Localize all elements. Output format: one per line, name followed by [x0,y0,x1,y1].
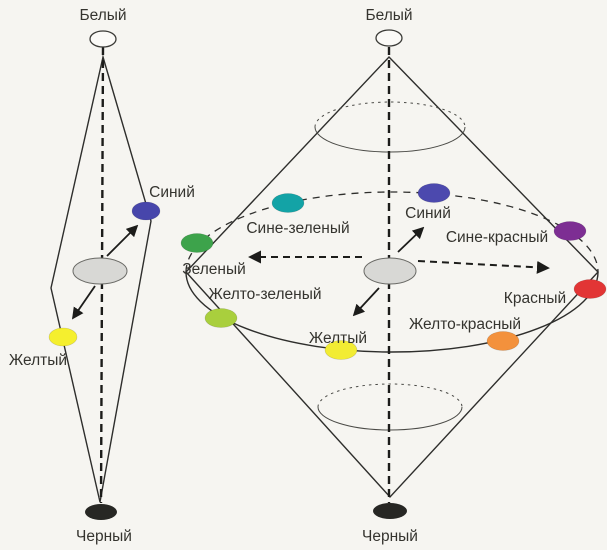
right-gray-ellipse [363,257,417,285]
left-gray-ellipse [72,257,128,285]
left-white-ellipse [89,30,117,48]
right-equator-front [185,271,599,353]
right-bicone: Зеленый Сине-зеленый Синий Сине-красный … [180,7,607,545]
right-yellow-green-label: Желто-зеленый [208,286,321,303]
left-black-ellipse [85,504,117,520]
right-arrow-down [352,287,380,317]
left-top-label: Белый [79,7,126,24]
right-blue-dot [417,183,451,203]
right-yellow-red-dot [486,331,520,351]
right-red-dot [573,279,607,299]
right-yellow-red-label: Желто-красный [409,316,521,333]
right-white-ellipse [375,29,403,47]
right-green-label: Зеленый [182,261,246,278]
right-blue-green-dot [271,193,305,213]
left-blue-dot [131,201,161,221]
left-yellow-label: Желтый [9,352,67,369]
right-lower-circle-back [317,383,463,408]
right-blue-red-dot [553,221,587,241]
right-arrow-up [397,226,425,253]
right-yellow-green-dot [204,308,238,328]
right-top-label: Белый [365,7,412,24]
right-red-label: Красный [504,290,566,307]
left-bicone: Синий Желтый Белый Черный [9,7,195,545]
right-equator-back [185,191,599,273]
right-bottom-label: Черный [362,528,418,545]
right-upper-circle-back [314,101,466,128]
right-black-ellipse [373,503,407,519]
right-yellow-dot [324,340,358,360]
left-yellow-dot [48,327,78,347]
left-bottom-label: Черный [76,528,132,545]
right-blue-green-label: Сине-зеленый [246,220,349,237]
left-arrow-to-blue [106,224,139,257]
right-blue-red-label: Сине-красный [446,229,548,246]
right-blue-label: Синий [405,205,451,222]
right-arrow-right [417,260,550,274]
left-arrow-to-yellow [72,285,96,320]
right-yellow-label: Желтый [309,330,367,347]
left-blue-label: Синий [149,184,195,201]
right-green-dot [180,233,214,253]
